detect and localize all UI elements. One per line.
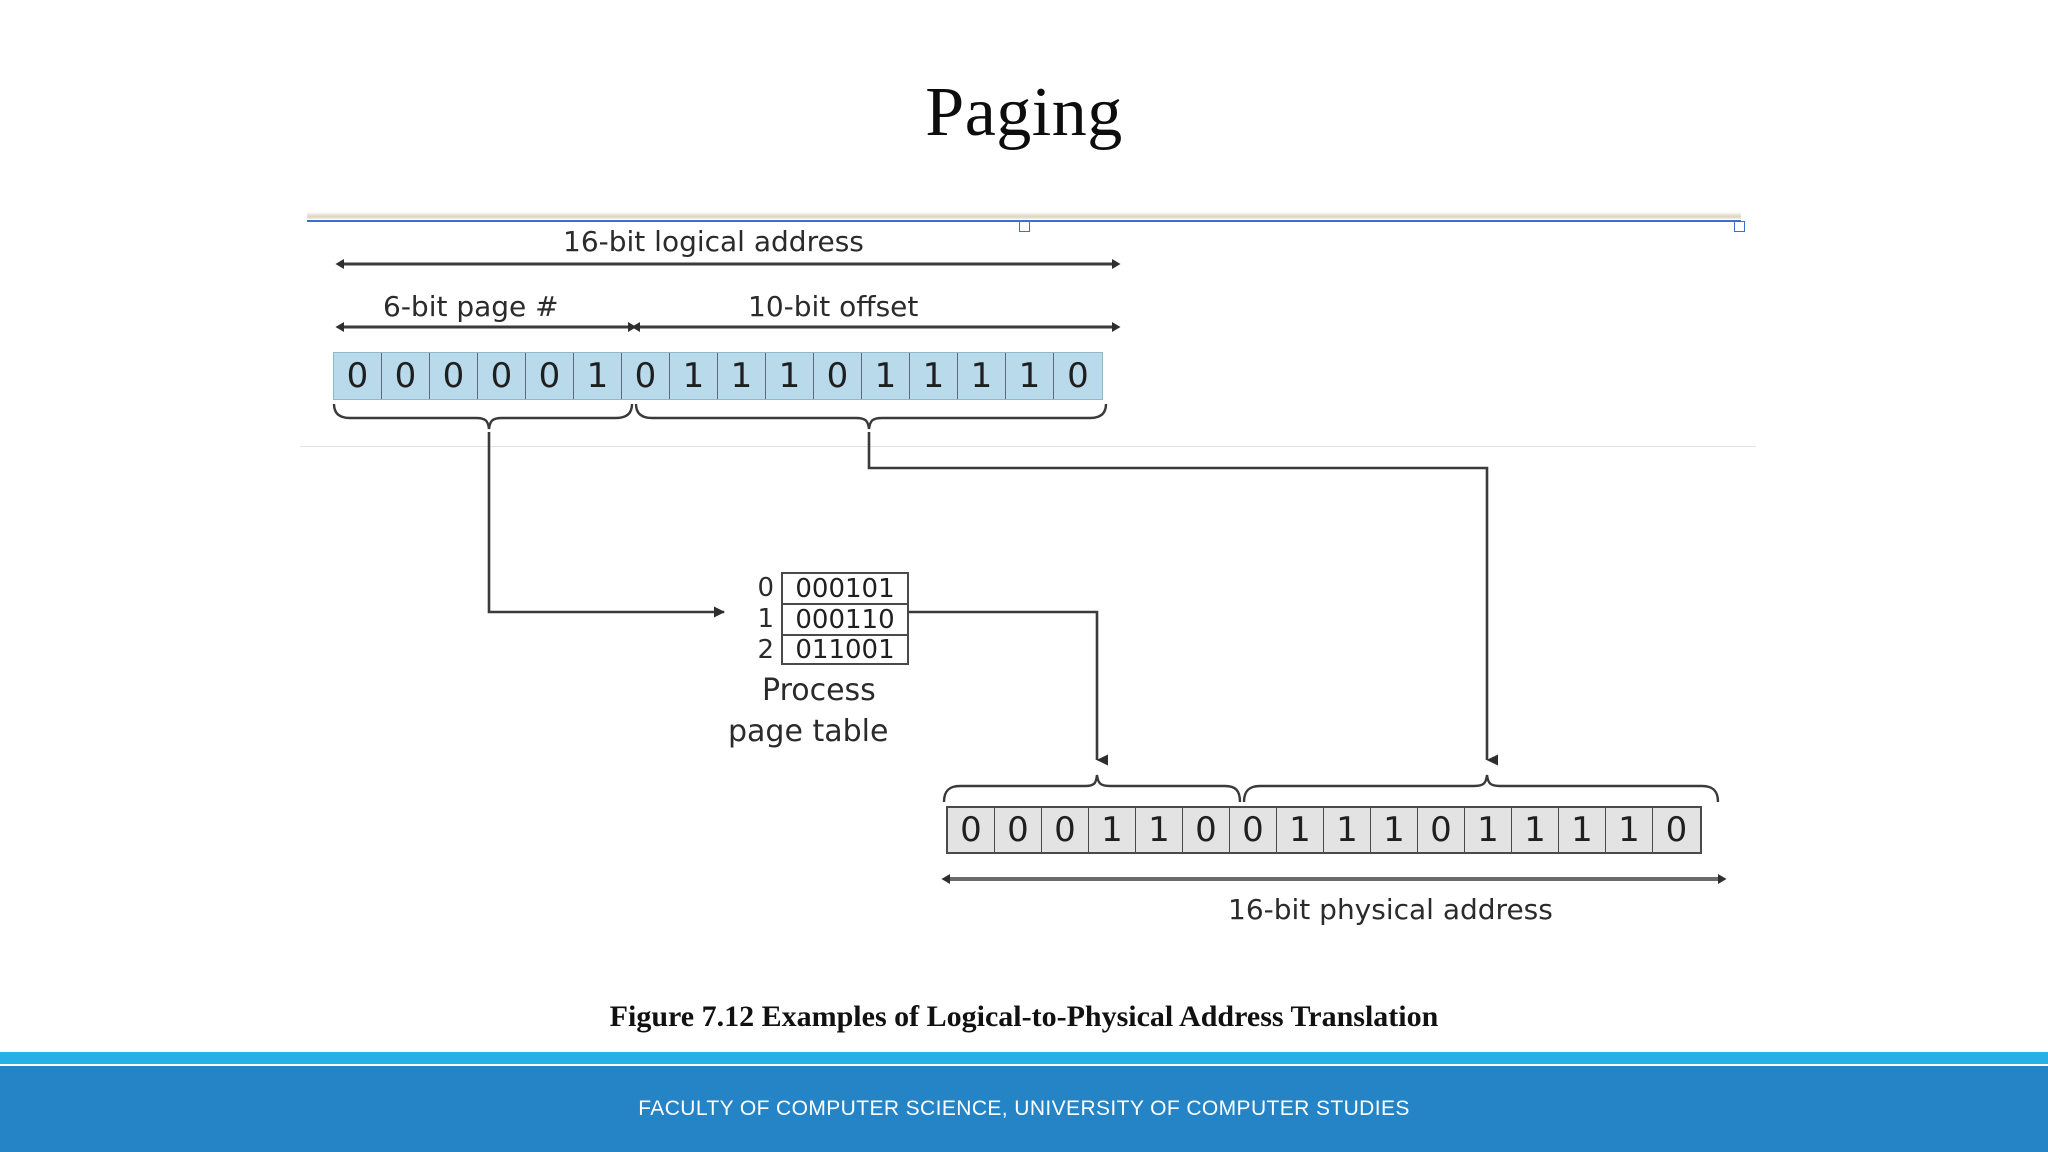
logical-address-label: 16-bit logical address <box>563 225 864 258</box>
physical-bit-5: 0 <box>1183 808 1230 852</box>
logical-bit-6: 0 <box>622 353 670 399</box>
physical-bit-1: 0 <box>995 808 1042 852</box>
page-table-index: 0 <box>757 572 774 603</box>
logical-bit-5: 1 <box>574 353 622 399</box>
footer-text: FACULTY OF COMPUTER SCIENCE, UNIVERSITY … <box>638 1097 1410 1120</box>
logical-bit-11: 1 <box>862 353 910 399</box>
picture-selection-frame[interactable] <box>307 220 1745 232</box>
offset-label: 10-bit offset <box>748 290 919 323</box>
logical-bit-10: 0 <box>814 353 862 399</box>
logical-address-braces <box>332 403 1108 430</box>
offset-to-physical-connector <box>867 432 1498 766</box>
physical-bit-3: 1 <box>1089 808 1136 852</box>
logical-bit-4: 0 <box>526 353 574 399</box>
selection-handle-top-right[interactable] <box>1734 221 1745 232</box>
page-table-index: 1 <box>757 603 774 634</box>
physical-bit-13: 1 <box>1559 808 1606 852</box>
physical-address-label: 16-bit physical address <box>1228 893 1553 926</box>
logical-bit-1: 0 <box>382 353 430 399</box>
logical-bit-12: 1 <box>910 353 958 399</box>
logical-bit-2: 0 <box>430 353 478 399</box>
process-page-table-label-line1: Process <box>762 673 876 708</box>
logical-bit-0: 0 <box>334 353 382 399</box>
page-table-frame-value: 000101 <box>781 572 909 604</box>
physical-bit-4: 1 <box>1136 808 1183 852</box>
figure-caption: Figure 7.12 Examples of Logical-to-Physi… <box>609 1000 1439 1033</box>
address-translation-figure: 16-bit logical address 6-bit page # 10-b… <box>332 225 1727 926</box>
physical-bit-11: 1 <box>1465 808 1512 852</box>
physical-bit-9: 1 <box>1371 808 1418 852</box>
physical-bit-12: 1 <box>1512 808 1559 852</box>
physical-bit-2: 0 <box>1042 808 1089 852</box>
logical-bit-15: 0 <box>1054 353 1102 399</box>
figure-vector-layer <box>332 259 1727 884</box>
selection-handle-top-middle[interactable] <box>1019 221 1030 232</box>
logical-bit-13: 1 <box>958 353 1006 399</box>
page-table-frame-value: 000110 <box>781 603 909 635</box>
logical-bit-7: 1 <box>670 353 718 399</box>
physical-address-braces <box>942 774 1720 803</box>
page-number-label: 6-bit page # <box>383 290 559 323</box>
physical-bit-6: 0 <box>1230 808 1277 852</box>
page-title: Paging <box>925 74 1123 151</box>
physical-bit-15: 0 <box>1653 808 1700 852</box>
logical-bit-14: 1 <box>1006 353 1054 399</box>
physical-bit-10: 0 <box>1418 808 1465 852</box>
physical-bit-0: 0 <box>948 808 995 852</box>
physical-bit-14: 1 <box>1606 808 1653 852</box>
process-page-table-label-line2: page table <box>728 714 889 749</box>
physical-bit-8: 1 <box>1324 808 1371 852</box>
footer-bar: FACULTY OF COMPUTER SCIENCE, UNIVERSITY … <box>0 1066 2048 1152</box>
logical-bit-9: 1 <box>766 353 814 399</box>
footer-accent-strip <box>0 1052 2048 1064</box>
physical-bit-7: 1 <box>1277 808 1324 852</box>
page-table-frame-value: 011001 <box>781 634 909 665</box>
faint-divider-line <box>300 446 1756 447</box>
page-table-to-physical-connector <box>880 610 1108 766</box>
page-table-index: 2 <box>757 634 774 665</box>
page-number-to-page-table-connector <box>487 432 725 618</box>
logical-bit-3: 0 <box>478 353 526 399</box>
image-top-edge-artifact <box>307 212 1741 219</box>
logical-bit-8: 1 <box>718 353 766 399</box>
